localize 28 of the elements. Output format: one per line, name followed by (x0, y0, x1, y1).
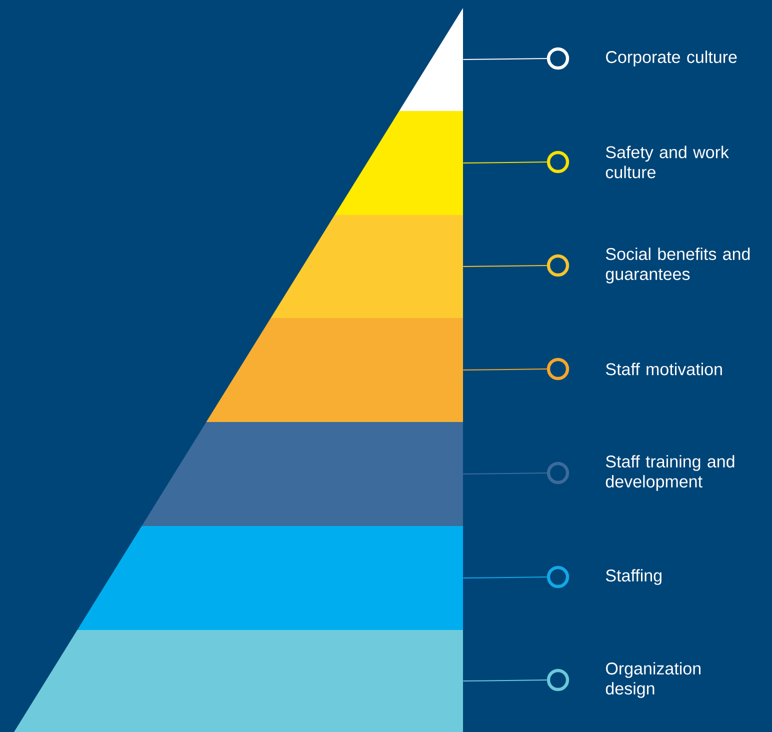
ring-marker (546, 566, 570, 588)
ring-marker (546, 150, 570, 174)
pyramid-band (14, 630, 463, 732)
pyramid-band (270, 215, 463, 318)
item-label: Staff training and development (606, 455, 734, 491)
ring-marker (546, 47, 570, 70)
item-label: Staffing (606, 569, 662, 585)
item-label: Social benefits and guarantees (606, 248, 750, 284)
ring-marker (546, 358, 570, 380)
item-label: Organization design (606, 662, 700, 698)
pyramid-band (77, 526, 463, 630)
pyramid-band (334, 111, 463, 215)
connector-line (462, 680, 548, 682)
pyramid-band (206, 318, 463, 422)
item-label: Staff motivation (606, 362, 722, 376)
ring-marker (546, 254, 570, 277)
ring-marker (546, 668, 570, 692)
connector-line (462, 162, 548, 164)
connector-line (462, 265, 548, 267)
connector-line (462, 58, 548, 60)
pyramid-band (399, 8, 463, 111)
ring-marker (546, 462, 570, 484)
item-label: Corporate culture (606, 50, 737, 66)
connector-line (462, 576, 548, 578)
pyramid-band (142, 422, 463, 526)
connector-line (462, 368, 548, 370)
connector-line (462, 472, 548, 474)
item-label: Safety and work culture (606, 146, 729, 178)
